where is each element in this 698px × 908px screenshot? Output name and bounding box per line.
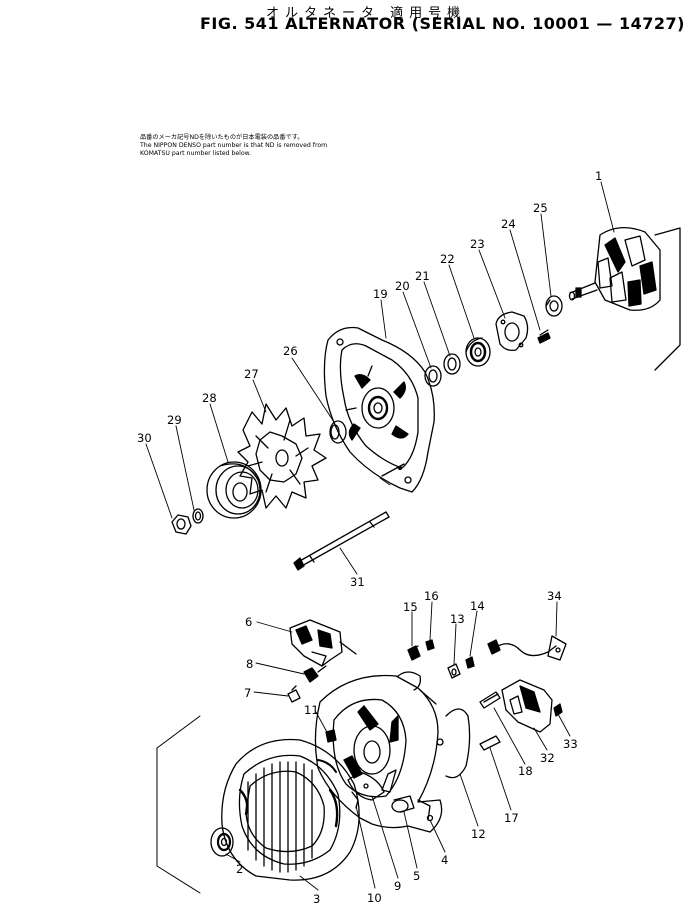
terminal-bolt-part-15 xyxy=(407,645,421,661)
callout-18: 18 xyxy=(518,764,533,778)
spring-washer-part-29 xyxy=(192,508,204,524)
callout-13: 13 xyxy=(450,612,465,626)
callout-31: 31 xyxy=(350,575,365,589)
callout-25: 25 xyxy=(533,201,548,215)
stator-part-3 xyxy=(221,738,360,881)
washer-part-21 xyxy=(443,353,461,375)
spacer-part-25 xyxy=(545,295,563,317)
callout-34: 34 xyxy=(547,589,562,603)
regulator-lead-part-34 xyxy=(487,635,567,661)
callout-30: 30 xyxy=(137,431,152,445)
collar-part-26 xyxy=(329,420,347,444)
nut-part-16 xyxy=(425,639,435,651)
callout-labels: 1 25 24 23 22 21 20 19 26 27 28 29 30 31… xyxy=(137,169,602,906)
callout-26: 26 xyxy=(283,344,298,358)
callout-7: 7 xyxy=(244,686,251,700)
callout-27: 27 xyxy=(244,367,259,381)
callout-10: 10 xyxy=(367,891,382,905)
retainer-plate-part-23 xyxy=(495,311,529,352)
nut-part-13 xyxy=(447,663,461,679)
callout-5: 5 xyxy=(413,869,420,883)
rotor-part-1 xyxy=(568,227,681,371)
callout-32: 32 xyxy=(540,751,555,765)
note-japanese: 品番のメーカ記号NDを除いたものが日本電装の品番です。 xyxy=(140,134,304,141)
callout-19: 19 xyxy=(373,287,388,301)
spring-part-7 xyxy=(287,685,301,703)
bushing-part-18 xyxy=(479,691,501,709)
bearing-part-22 xyxy=(465,337,491,367)
fan-part-27 xyxy=(237,403,327,509)
screw-part-24 xyxy=(537,329,551,344)
rear-frame-part-4 xyxy=(314,671,444,833)
callout-15: 15 xyxy=(403,600,418,614)
screw-part-11 xyxy=(325,729,337,743)
through-bolt-part-31 xyxy=(293,511,390,571)
japanese-title: オルタネータ 適用号機 xyxy=(266,6,467,21)
nut-part-30 xyxy=(171,514,192,535)
screw-part-33 xyxy=(553,703,563,717)
bushing-part-5 xyxy=(391,795,415,813)
pulley-part-28 xyxy=(206,461,262,519)
callout-14: 14 xyxy=(470,599,485,613)
front-frame-part-19 xyxy=(323,326,435,493)
figure-title: FIG. 541 ALTERNATOR (SERIAL NO. 10001 — … xyxy=(200,14,685,33)
washer-part-20 xyxy=(424,365,442,387)
callout-24: 24 xyxy=(501,217,516,231)
note-line-1: The NIPPON DENSO part number is that ND … xyxy=(140,142,328,149)
callout-11: 11 xyxy=(304,703,319,717)
callout-12: 12 xyxy=(471,827,486,841)
regulator-part-32 xyxy=(501,679,553,733)
callout-17: 17 xyxy=(504,811,519,825)
callout-9: 9 xyxy=(394,879,401,893)
callout-22: 22 xyxy=(440,252,455,266)
callout-6: 6 xyxy=(245,615,252,629)
callout-2: 2 xyxy=(236,862,243,876)
callout-23: 23 xyxy=(470,237,485,251)
bearing-part-2 xyxy=(210,827,234,857)
leader-lines xyxy=(145,181,615,891)
callout-1: 1 xyxy=(595,169,602,183)
callout-29: 29 xyxy=(167,413,182,427)
callout-28: 28 xyxy=(202,391,217,405)
callout-21: 21 xyxy=(415,269,430,283)
callout-3: 3 xyxy=(313,892,320,906)
brush-holder-part-6 xyxy=(289,619,357,667)
note-line-2: KOMATSU part number listed below. xyxy=(140,150,252,157)
rectifier-part-9 xyxy=(347,771,385,801)
bushing-part-17 xyxy=(479,735,501,751)
insulator-part-12 xyxy=(445,708,471,779)
callout-16: 16 xyxy=(424,589,439,603)
callout-8: 8 xyxy=(246,657,253,671)
callout-33: 33 xyxy=(563,737,578,751)
callout-4: 4 xyxy=(441,853,448,867)
nut-part-14 xyxy=(465,656,475,669)
callout-20: 20 xyxy=(395,279,410,293)
brush-part-8 xyxy=(303,665,327,683)
